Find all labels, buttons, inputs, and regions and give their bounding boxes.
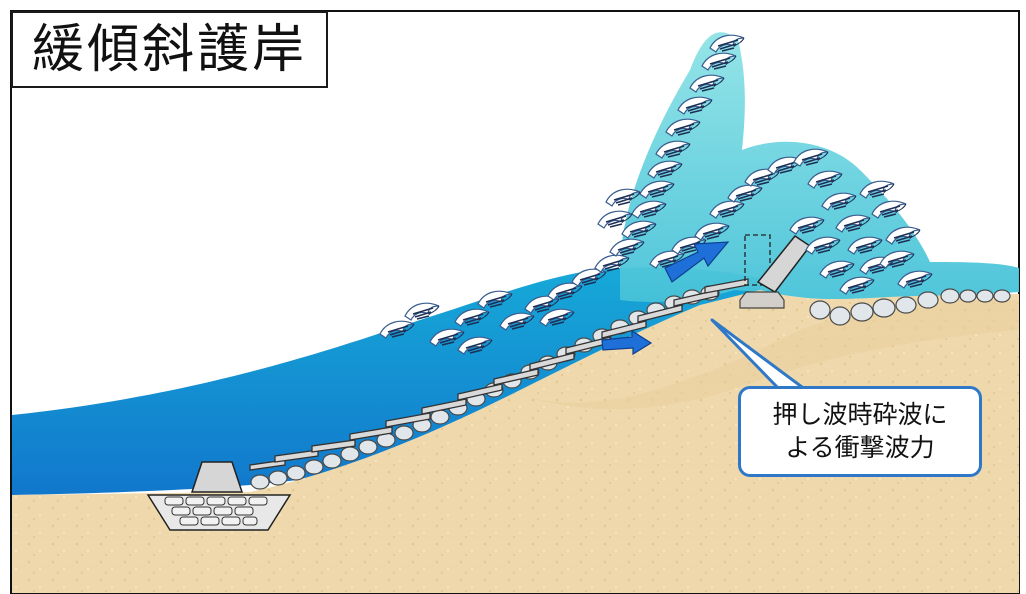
callout-line-2: よる衝撃波力 (785, 432, 935, 462)
callout-line-1: 押し波時砕波に (772, 400, 948, 429)
armor-block-icon (249, 278, 749, 471)
sea-water (12, 267, 760, 495)
crown-wall-icon (739, 234, 812, 309)
wave-force-arrow-icon (601, 241, 730, 356)
toe-foundation-icon (146, 461, 292, 531)
title-box: 緩傾斜護岸 (11, 11, 328, 88)
callout-box: 押し波時砕波に よる衝撃波力 (738, 386, 982, 477)
diagram-title: 緩傾斜護岸 (31, 19, 307, 80)
